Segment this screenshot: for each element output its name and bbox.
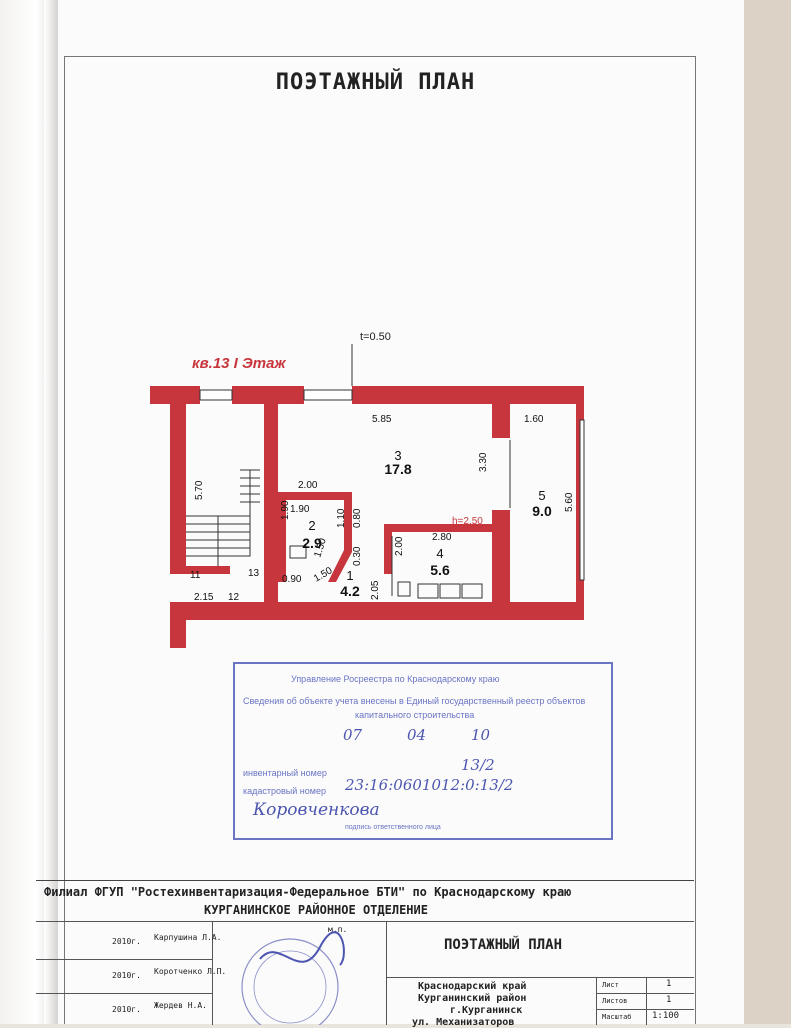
address-line: Курганинский район bbox=[418, 993, 527, 1004]
dim-label: 11 bbox=[190, 570, 201, 581]
drawing-frame bbox=[64, 56, 696, 1024]
window bbox=[303, 389, 353, 401]
row-year: 2010г. bbox=[112, 1005, 141, 1014]
stamp-footer: подпись ответственного лица bbox=[345, 824, 441, 831]
meta-label: Масштаб bbox=[602, 1013, 632, 1021]
meta-value: 1 bbox=[666, 979, 672, 989]
dim-label: 1.90 bbox=[280, 500, 291, 520]
wall bbox=[170, 602, 584, 620]
department: КУРГАНИНСКОЕ РАЙОННОЕ ОТДЕЛЕНИЕ bbox=[204, 903, 428, 917]
wall bbox=[278, 492, 286, 582]
registry-stamp: Управление Росреестра по Краснодарскому … bbox=[233, 662, 613, 840]
room-2-area: 2.9 bbox=[302, 535, 322, 551]
org-line: Филиал ФГУП "Ростехинвентаризация-Федера… bbox=[44, 885, 572, 899]
dim-label: 2.05 bbox=[370, 580, 381, 600]
wall bbox=[384, 524, 392, 574]
binding bbox=[44, 0, 60, 1024]
dim-label: 5.60 bbox=[564, 492, 575, 512]
stamp-mp: м.п. bbox=[328, 925, 348, 934]
wall bbox=[278, 492, 348, 500]
row-year: 2010г. bbox=[112, 937, 141, 946]
dim-label: 2.00 bbox=[394, 536, 405, 556]
room-4-area: 5.6 bbox=[430, 562, 450, 578]
stamp-date-year: 10 bbox=[471, 726, 491, 744]
room-1-number: 1 bbox=[346, 568, 353, 583]
dim-label: 5.70 bbox=[194, 480, 205, 500]
toilet bbox=[289, 545, 307, 559]
address-line: Краснодарский край bbox=[418, 981, 527, 992]
wall bbox=[492, 510, 510, 602]
meta-label: Листов bbox=[602, 997, 628, 1005]
room-2-number: 2 bbox=[308, 518, 315, 533]
kitchen-fixture bbox=[397, 581, 411, 597]
titleblock-plan-title: ПОЭТАЖНЫЙ ПЛАН bbox=[444, 937, 563, 953]
meta-value: 1 bbox=[666, 995, 672, 1005]
round-seal bbox=[241, 931, 345, 1025]
dim-label: 2.80 bbox=[432, 532, 452, 543]
wall-thickness-label: t=0.50 bbox=[360, 331, 391, 343]
address-line: ул. Механизаторов bbox=[412, 1017, 515, 1028]
dim-label: 5.85 bbox=[372, 414, 392, 425]
stove bbox=[439, 583, 461, 599]
window bbox=[579, 419, 585, 581]
dim-label: 1.10 bbox=[336, 508, 347, 528]
dim-label: 0.90 bbox=[282, 574, 302, 585]
stamp-signature: Коровченкова bbox=[253, 800, 380, 820]
room-5-area: 9.0 bbox=[532, 503, 552, 519]
dim-label: 1.60 bbox=[524, 414, 544, 425]
kitchen-fixture bbox=[417, 583, 439, 599]
dim-label: 3.30 bbox=[478, 452, 489, 472]
fixtures bbox=[289, 440, 511, 599]
stamp-cad-label: кадастровый номер bbox=[243, 786, 326, 796]
wall bbox=[384, 524, 496, 532]
dim-label: 13 bbox=[248, 568, 260, 579]
dim-label: 2.00 bbox=[298, 480, 318, 491]
room-1-area: 4.2 bbox=[340, 583, 360, 599]
wall bbox=[328, 492, 352, 582]
stamp-date-month: 04 bbox=[407, 726, 427, 744]
address-line: г.Курганинск bbox=[450, 1005, 523, 1016]
stamp-text-line: капитального строительства bbox=[355, 710, 475, 720]
height-label: h=2.50 bbox=[452, 516, 483, 527]
stamp-inv-value: 13/2 bbox=[461, 756, 495, 774]
stamp-inv-label: инвентарный номер bbox=[243, 768, 327, 778]
windows bbox=[199, 389, 585, 581]
row-name: Коротченко Л.П. bbox=[154, 967, 227, 976]
wall bbox=[492, 404, 510, 438]
meta-label: Лист bbox=[602, 981, 619, 989]
row-year: 2010г. bbox=[112, 971, 141, 980]
plan-caption: кв.13 I Этаж bbox=[192, 355, 286, 372]
dim-label: 0.80 bbox=[352, 508, 363, 528]
wall bbox=[170, 566, 230, 574]
stamp-cad-value: 23:16:0601012:0:13/2 bbox=[345, 776, 514, 794]
staircase bbox=[186, 469, 260, 566]
floor-plan: кв.13 I Этаж t=0.50 bbox=[150, 331, 585, 648]
dim-label: 2.15 bbox=[194, 592, 214, 603]
window bbox=[199, 389, 233, 401]
background-strip bbox=[744, 0, 791, 1024]
stamp-date-day: 07 bbox=[343, 726, 363, 744]
wall bbox=[352, 386, 584, 404]
document-title: ПОЭТАЖНЫЙ ПЛАН bbox=[275, 70, 476, 95]
dim-label: 1.90 bbox=[290, 504, 310, 515]
room-5-number: 5 bbox=[538, 488, 545, 503]
room-4-number: 4 bbox=[436, 546, 443, 561]
row-name: Карпушина Л.А. bbox=[154, 933, 222, 942]
kitchen-fixture bbox=[461, 583, 483, 599]
meta-value: 1:100 bbox=[652, 1011, 680, 1021]
dim-label: 12 bbox=[228, 592, 240, 603]
walls bbox=[150, 386, 584, 648]
room-3-number: 3 bbox=[394, 448, 401, 463]
wall bbox=[170, 386, 186, 566]
room-3-area: 17.8 bbox=[384, 461, 411, 477]
wall bbox=[264, 386, 278, 602]
stamp-text-line: Сведения об объекте учета внесены в Един… bbox=[243, 696, 586, 706]
title-block: Филиал ФГУП "Ростехинвентаризация-Федера… bbox=[36, 880, 694, 1028]
row-name: Жердев Н.А. bbox=[154, 1001, 207, 1010]
stamp-header: Управление Росреестра по Краснодарскому … bbox=[291, 674, 500, 684]
dim-label: 0.30 bbox=[352, 546, 363, 566]
